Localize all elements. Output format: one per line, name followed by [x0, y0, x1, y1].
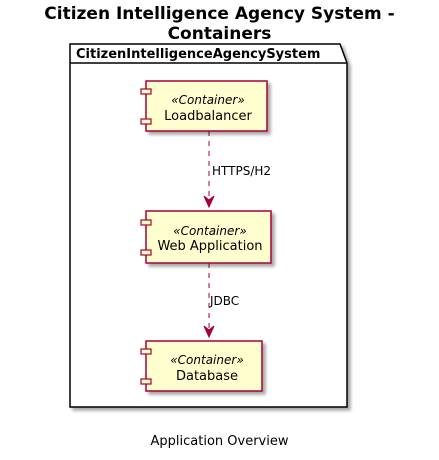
component-port-icon — [140, 249, 152, 256]
container-name: Database — [176, 369, 238, 384]
container-name: Web Application — [157, 239, 262, 254]
container-web-application[interactable]: «Container» Web Application — [140, 210, 272, 264]
relation-label-jdbc: JDBC — [209, 294, 239, 308]
container-stereotype: «Container» — [173, 224, 246, 238]
component-port-icon — [140, 88, 152, 95]
container-stereotype: «Container» — [170, 353, 243, 367]
container-database[interactable]: «Container» Database — [140, 340, 263, 392]
diagram-caption: Application Overview — [150, 434, 289, 449]
component-port-icon — [140, 118, 152, 125]
container-stereotype: «Container» — [171, 93, 244, 107]
container-name: Loadbalancer — [164, 109, 252, 124]
relation-loadbalancer-to-web-application — [203, 131, 215, 209]
component-port-icon — [140, 378, 152, 385]
relation-label-https: HTTPS/H2 — [212, 164, 271, 178]
container-loadbalancer[interactable]: «Container» Loadbalancer — [140, 80, 268, 132]
component-port-icon — [140, 219, 152, 226]
package-name: CitizenIntelligenceAgencySystem — [76, 47, 320, 62]
diagram-title: Citizen Intelligence Agency System - Con… — [44, 4, 395, 44]
relation-web-application-to-database — [203, 263, 215, 339]
component-port-icon — [140, 348, 152, 355]
